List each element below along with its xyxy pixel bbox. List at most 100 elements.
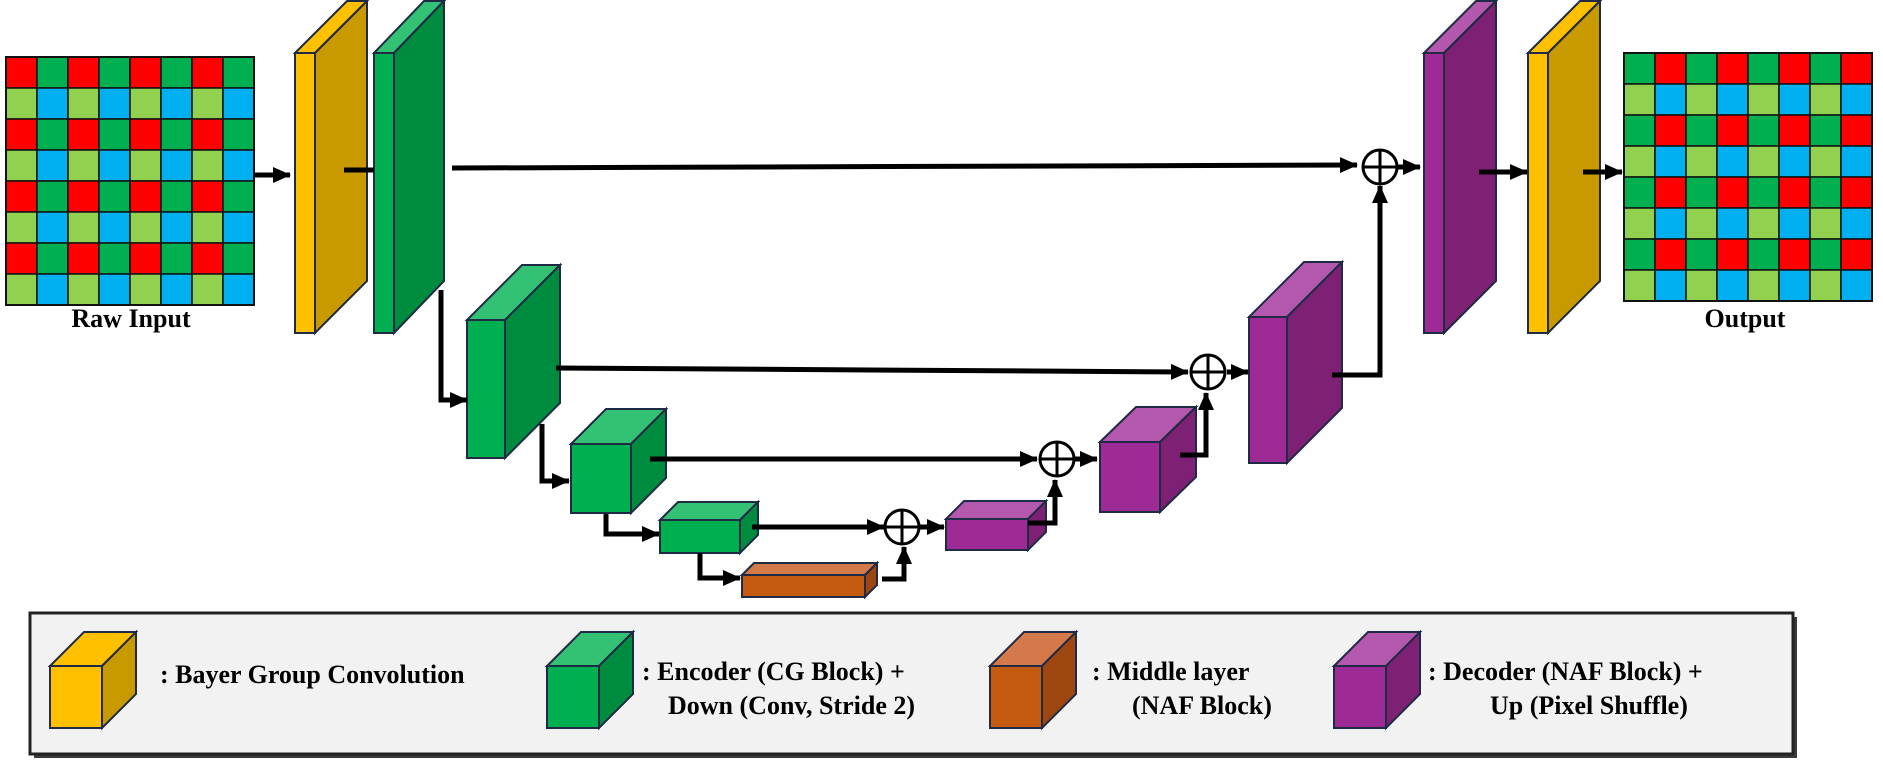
bayer-pixel bbox=[222, 118, 255, 151]
bayer-pixel bbox=[5, 56, 38, 89]
bayer-pixel bbox=[1747, 176, 1780, 209]
bayer-pixel bbox=[1716, 269, 1749, 302]
bayer-pixel bbox=[222, 87, 255, 120]
bayer-pixel bbox=[1654, 114, 1687, 147]
bayer-pixel bbox=[1623, 207, 1656, 240]
legend: : Bayer Group Convolution : Encoder (CG … bbox=[28, 611, 1797, 758]
decoder-block-2 bbox=[1246, 259, 1345, 466]
legend-middle-line1: : Middle layer bbox=[1092, 657, 1249, 686]
bayer-pixel bbox=[36, 118, 69, 151]
bayer-pixel bbox=[98, 211, 131, 244]
bayer-pixel bbox=[1685, 238, 1718, 271]
bayer-pixel bbox=[36, 56, 69, 89]
merge-nodes bbox=[883, 148, 1399, 546]
bayer-pixel bbox=[1747, 145, 1780, 178]
bayer-pixel bbox=[5, 242, 38, 275]
encoder-block-3 bbox=[568, 406, 669, 516]
bayer-pixel bbox=[1685, 114, 1718, 147]
bayer-pixel bbox=[129, 118, 162, 151]
bayer-pixel bbox=[36, 149, 69, 182]
bayer-pixel bbox=[160, 87, 193, 120]
bayer-pixel bbox=[1716, 238, 1749, 271]
legend-cube-middle bbox=[987, 629, 1079, 731]
up-arrow-decoder-4-to-merge-3 bbox=[1028, 479, 1063, 526]
bayer-pixel bbox=[1654, 207, 1687, 240]
bayer-pixel bbox=[129, 149, 162, 182]
bayer-pixel bbox=[5, 149, 38, 182]
bayer-pixel bbox=[98, 149, 131, 182]
legend-box bbox=[28, 611, 1795, 756]
bayer-pixel bbox=[1654, 52, 1687, 85]
down-arrow-enc1-enc2 bbox=[438, 290, 468, 408]
bayer-pixel bbox=[222, 149, 255, 182]
bayer-pixel bbox=[1654, 238, 1687, 271]
up-arrow-decoder-2-to-merge-1 bbox=[1332, 185, 1388, 378]
bayer-pixel bbox=[129, 87, 162, 120]
legend-encoder-line2: Down (Conv, Stride 2) bbox=[668, 691, 915, 720]
encoder-block-2 bbox=[464, 262, 563, 461]
skip-connection-level-2 bbox=[555, 363, 1189, 380]
bayer-pixel bbox=[1809, 145, 1842, 178]
bayer-pixel bbox=[191, 211, 224, 244]
bayer-pixel bbox=[160, 118, 193, 151]
output-label: Output bbox=[1705, 304, 1786, 333]
legend-cubes bbox=[47, 629, 1423, 731]
bayer-pixel bbox=[1778, 52, 1811, 85]
bayer-pixel bbox=[67, 149, 100, 182]
bayer-pixel bbox=[98, 273, 131, 306]
bayer-pixel bbox=[1840, 83, 1873, 116]
connection-arrows bbox=[254, 157, 1623, 586]
legend-bayer-text: : Bayer Group Convolution bbox=[160, 660, 465, 689]
bayer-pixel bbox=[191, 273, 224, 306]
bayer-pixel bbox=[5, 118, 38, 151]
bayer-pixel bbox=[1685, 269, 1718, 302]
bayer-pixel bbox=[5, 87, 38, 120]
legend-decoder-line2: Up (Pixel Shuffle) bbox=[1490, 691, 1688, 720]
bayer-pixel bbox=[1840, 114, 1873, 147]
bayer-pixel bbox=[67, 242, 100, 275]
bayer-pixel bbox=[1716, 52, 1749, 85]
encoder-block-4 bbox=[657, 499, 761, 556]
bayer-pixel bbox=[36, 211, 69, 244]
merge-plus-1 bbox=[1361, 148, 1399, 186]
bayer-pixel bbox=[1685, 52, 1718, 85]
bayer-pixel bbox=[1716, 207, 1749, 240]
bayer-pixel bbox=[1685, 207, 1718, 240]
bayer-grid-border bbox=[1623, 52, 1873, 302]
bayer-pixel bbox=[67, 211, 100, 244]
bayer-pixel bbox=[222, 211, 255, 244]
bayer-pixel bbox=[160, 242, 193, 275]
bayer-pixel bbox=[1809, 238, 1842, 271]
bayer-pixel bbox=[160, 211, 193, 244]
bayer-pixel bbox=[5, 273, 38, 306]
bayer-pixel bbox=[1778, 238, 1811, 271]
bayer-pixel bbox=[1623, 83, 1656, 116]
bayer-pixel bbox=[1778, 83, 1811, 116]
bayer-conv-block-in bbox=[292, 0, 370, 336]
bayer-pixel bbox=[98, 87, 131, 120]
raw-input-bayer-grid bbox=[5, 56, 255, 306]
bayer-pixel bbox=[1747, 207, 1780, 240]
bayer-pixel bbox=[191, 118, 224, 151]
legend-encoder-line1: : Encoder (CG Block) + bbox=[642, 657, 905, 686]
bayer-pixel bbox=[1623, 269, 1656, 302]
legend-cube-decoder bbox=[1331, 629, 1423, 731]
bayer-pixel bbox=[36, 180, 69, 213]
bayer-pixel bbox=[160, 273, 193, 306]
up-arrow-decoder-3-to-merge-2 bbox=[1180, 392, 1214, 458]
bayer-pixel bbox=[67, 180, 100, 213]
bayer-pixel bbox=[1809, 114, 1842, 147]
bayer-pixel bbox=[191, 87, 224, 120]
network-blocks bbox=[292, 0, 1603, 600]
bayer-pixel bbox=[1840, 207, 1873, 240]
bayer-pixel bbox=[67, 273, 100, 306]
bayer-pixel bbox=[222, 242, 255, 275]
bayer-pixel bbox=[1809, 83, 1842, 116]
down-arrow-enc3-enc4 bbox=[603, 514, 660, 542]
bayer-pixel bbox=[98, 56, 131, 89]
bayer-pixel bbox=[1685, 83, 1718, 116]
encoder-block-1 bbox=[371, 0, 447, 336]
bayer-pixel bbox=[98, 118, 131, 151]
merge-plus-3 bbox=[1038, 440, 1076, 478]
